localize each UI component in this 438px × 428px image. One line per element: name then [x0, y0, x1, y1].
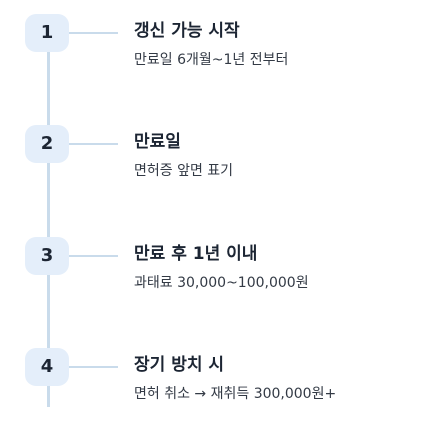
timeline-step-2: 2 만료일 면허증 앞면 표기: [0, 125, 438, 185]
step-title: 갱신 가능 시작: [134, 21, 240, 41]
step-description: 면허 취소 → 재취득 300,000원+: [134, 386, 337, 402]
step-number-badge: 3: [25, 237, 69, 275]
step-connector: [69, 366, 118, 368]
step-number-badge: 2: [25, 125, 69, 163]
timeline-rail: [47, 47, 50, 407]
step-connector: [69, 32, 118, 34]
step-title: 만료 후 1년 이내: [134, 244, 258, 264]
step-description: 과태료 30,000~100,000원: [134, 275, 309, 291]
step-description: 만료일 6개월~1년 전부터: [134, 52, 289, 68]
step-number-badge: 4: [25, 348, 69, 386]
timeline-step-1: 1 갱신 가능 시작 만료일 6개월~1년 전부터: [0, 14, 438, 74]
step-number-badge: 1: [25, 14, 69, 52]
timeline-step-3: 3 만료 후 1년 이내 과태료 30,000~100,000원: [0, 237, 438, 297]
step-title: 만료일: [134, 132, 181, 152]
step-description: 면허증 앞면 표기: [134, 163, 234, 179]
step-title: 장기 방치 시: [134, 355, 225, 375]
timeline-step-4: 4 장기 방치 시 면허 취소 → 재취득 300,000원+: [0, 348, 438, 408]
step-connector: [69, 255, 118, 257]
step-connector: [69, 143, 118, 145]
